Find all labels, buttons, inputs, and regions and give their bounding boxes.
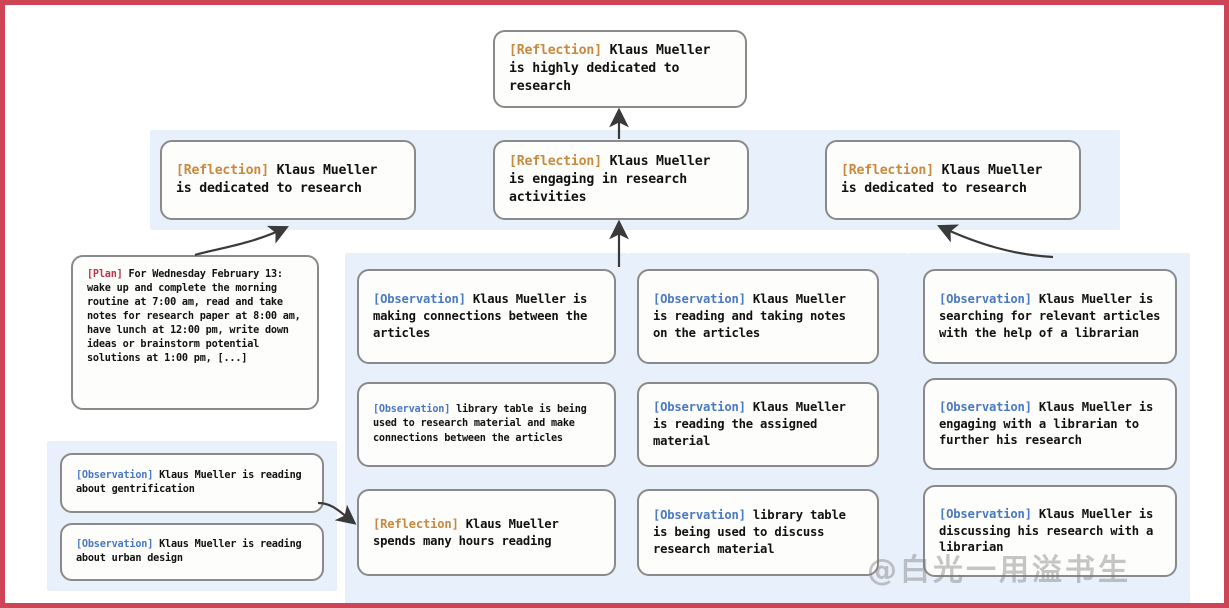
node-text: Klaus Mueller is reading about gentrific… (76, 469, 308, 495)
tag-reflection: [Reflection] (841, 162, 934, 178)
node-text: Klaus Mueller is reading the assigned ma… (653, 400, 853, 448)
tag-observation: [Observation] (653, 400, 746, 415)
node-text: Klaus Mueller spends many hours reading (373, 516, 566, 548)
node-col1-reflection-1[interactable]: [Reflection] Klaus Mueller spends many h… (357, 489, 616, 576)
node-col1-observation-1[interactable]: [Observation] Klaus Mueller is making co… (357, 269, 616, 364)
arrow-plan-to-reflection1 (194, 225, 289, 257)
node-reflection-3[interactable]: [Reflection] Klaus Mueller is dedicated … (825, 140, 1081, 220)
tag-observation: [Observation] (653, 292, 746, 307)
node-col1-observation-2[interactable]: [Observation] library table is being use… (357, 382, 616, 467)
node-col2-observation-1[interactable]: [Observation] Klaus Mueller is reading a… (637, 269, 879, 364)
node-text: For Wednesday February 13: wake up and c… (87, 269, 307, 365)
tag-observation: [Observation] (653, 508, 746, 523)
tag-observation: [Observation] (76, 469, 154, 481)
node-text: Klaus Mueller is making connections betw… (373, 292, 595, 340)
tag-observation: [Observation] (76, 538, 154, 550)
node-left-observation-2[interactable]: [Observation] Klaus Mueller is reading a… (60, 523, 324, 581)
tag-reflection: [Reflection] (509, 153, 602, 169)
node-text: Klaus Mueller is discussing his research… (939, 506, 1161, 555)
tag-plan: [Plan] (87, 269, 123, 280)
node-reflection-1[interactable]: [Reflection] Klaus Mueller is dedicated … (160, 140, 416, 220)
node-text: Klaus Mueller is searching for relevant … (939, 292, 1168, 340)
node-col3-observation-3[interactable]: [Observation] Klaus Mueller is discussin… (923, 485, 1177, 577)
node-left-observation-1[interactable]: [Observation] Klaus Mueller is reading a… (60, 453, 324, 513)
tag-observation: [Observation] (939, 399, 1032, 414)
node-reflection-2[interactable]: [Reflection] Klaus Mueller is engaging i… (493, 140, 749, 220)
node-text: Klaus Mueller is reading and taking note… (653, 292, 853, 340)
node-col2-observation-3[interactable]: [Observation] library table is being use… (637, 489, 879, 576)
node-text: Klaus Mueller is engaging with a librari… (939, 399, 1161, 448)
node-text: Klaus Mueller is dedicated to research (841, 162, 1050, 196)
node-text: Klaus Mueller is highly dedicated to res… (509, 42, 718, 95)
node-plan[interactable]: [Plan] For Wednesday February 13: wake u… (71, 255, 319, 410)
tag-reflection: [Reflection] (509, 42, 602, 58)
watermark: @白光一用溢书生 (867, 553, 1131, 588)
node-text: Klaus Mueller is engaging in research ac… (509, 153, 718, 206)
tag-observation: [Observation] (373, 404, 451, 416)
node-text: library table is being used to research … (373, 404, 593, 444)
node-text: Klaus Mueller is dedicated to research (176, 162, 385, 196)
node-col2-observation-2[interactable]: [Observation] Klaus Mueller is reading t… (637, 382, 879, 467)
node-col3-observation-2[interactable]: [Observation] Klaus Mueller is engaging … (923, 378, 1177, 470)
tag-reflection: [Reflection] (176, 162, 269, 178)
node-text: Klaus Mueller is reading about urban des… (76, 538, 308, 564)
node-col3-observation-1[interactable]: [Observation] Klaus Mueller is searching… (923, 269, 1177, 364)
node-text: library table is being used to discuss r… (653, 508, 853, 556)
tag-observation: [Observation] (939, 506, 1032, 521)
node-top-reflection[interactable]: [Reflection] Klaus Mueller is highly ded… (493, 30, 747, 108)
tag-reflection: [Reflection] (373, 516, 459, 531)
tag-observation: [Observation] (373, 292, 466, 307)
tag-observation: [Observation] (939, 292, 1032, 307)
